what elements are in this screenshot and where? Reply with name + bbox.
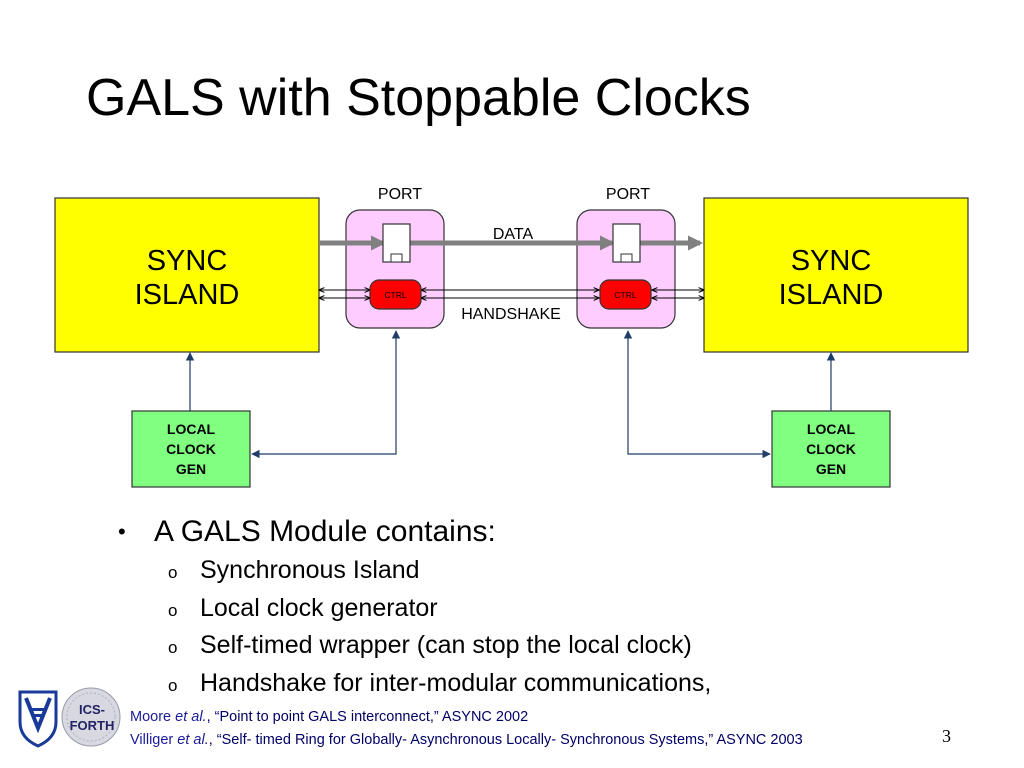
sync-island-left-line1: SYNC — [147, 245, 228, 277]
reference-author: Moore — [130, 709, 172, 725]
reference-text: , “Point to point GALS interconnect,” AS… — [206, 709, 529, 725]
clock-right-ctrl-wire — [623, 330, 771, 459]
sync-island-left — [54, 197, 320, 353]
clockgen-left-line1: LOCAL — [167, 421, 216, 437]
sub-bullet-icon: o — [168, 563, 178, 582]
ctrl-left — [369, 279, 422, 310]
reference-etal: et al. — [177, 732, 209, 748]
institution-logos: ICS- FORTH — [18, 687, 121, 748]
clockgen-right-line1: LOCAL — [807, 421, 856, 437]
reference-etal: et al. — [175, 709, 207, 725]
sub-bullet: o Local clock generator — [118, 590, 711, 628]
bullet-main-text: A GALS Module contains: — [154, 515, 496, 548]
clockgen-right — [771, 410, 891, 488]
clockgen-right-line2: CLOCK — [806, 441, 856, 457]
sub-bullet: o Handshake for inter-modular communicat… — [118, 665, 711, 703]
sub-bullet-icon: o — [168, 638, 178, 657]
reference-author: Villiger — [130, 732, 174, 748]
ctrl-right-label: CTRL — [614, 290, 636, 300]
clockgen-left — [131, 410, 251, 488]
bullet-main: • A GALS Module contains: — [118, 512, 711, 552]
sub-bullet: o Self-timed wrapper (can stop the local… — [118, 627, 711, 665]
sync-island-left-line2: ISLAND — [135, 279, 240, 311]
bullet-dot-icon: • — [118, 519, 126, 544]
reference-item: Moore et al., “Point to point GALS inter… — [130, 706, 803, 729]
technion-logo-icon — [18, 690, 58, 748]
sync-island-right-line1: SYNC — [791, 245, 872, 277]
handshake-label: HANDSHAKE — [461, 306, 561, 323]
ctrl-left-label: CTRL — [384, 290, 406, 300]
ctrl-right — [599, 279, 652, 310]
ics-forth-logo-icon: ICS- FORTH — [61, 687, 121, 747]
sub-bullet: o Synchronous Island — [118, 552, 711, 590]
sub-bullet-text: Handshake for inter-modular communicatio… — [200, 668, 712, 697]
clock-left-ctrl-wire — [251, 330, 401, 459]
ics-forth-logo-text-2: FORTH — [70, 718, 115, 733]
sync-island-right-line2: ISLAND — [779, 279, 884, 311]
sub-bullet-icon: o — [168, 675, 178, 695]
reference-text: , “Self- timed Ring for Globally- Asynch… — [208, 732, 803, 748]
port-left-label: PORT — [378, 186, 422, 203]
clockgen-left-line3: GEN — [176, 461, 206, 477]
sub-bullet-icon: o — [168, 600, 178, 620]
clockgen-left-line2: CLOCK — [166, 441, 216, 457]
references: Moore et al., “Point to point GALS inter… — [130, 706, 803, 752]
sub-bullet-text: Synchronous Island — [200, 556, 420, 584]
bullet-list: • A GALS Module contains: o Synchronous … — [118, 512, 711, 702]
slide-title: GALS with Stoppable Clocks — [86, 69, 751, 127]
sub-bullet-text: Self-timed wrapper (can stop the local c… — [200, 631, 692, 659]
clockgen-right-line3: GEN — [816, 461, 846, 477]
reference-item: Villiger et al., “Self- timed Ring for G… — [130, 729, 803, 752]
data-label: DATA — [493, 226, 534, 243]
sub-bullet-text: Local clock generator — [200, 593, 438, 622]
port-right-label: PORT — [606, 186, 650, 203]
ics-forth-logo-text-1: ICS- — [79, 702, 105, 717]
sync-island-right — [703, 197, 969, 353]
slide-number: 3 — [942, 726, 951, 746]
